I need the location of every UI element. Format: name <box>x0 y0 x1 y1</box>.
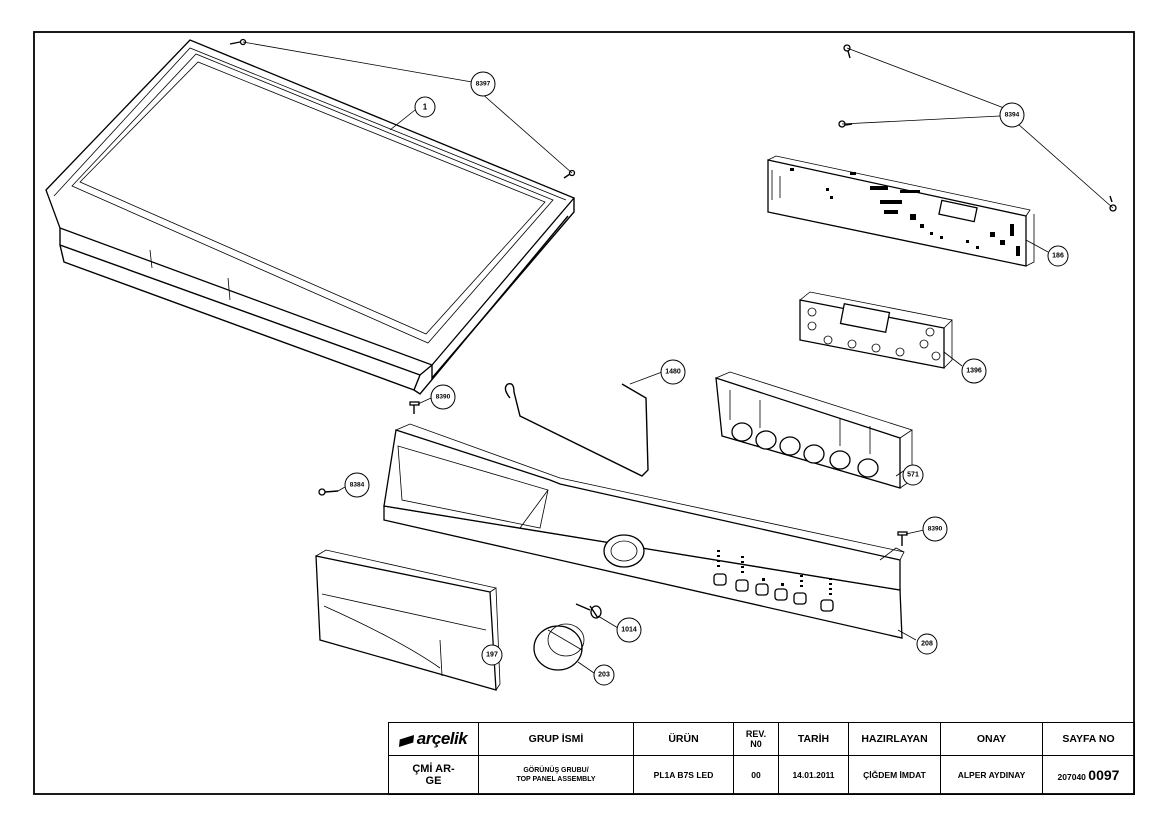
screw-8390-left <box>409 401 420 414</box>
svg-text:8384: 8384 <box>350 482 365 489</box>
svg-text:8397: 8397 <box>476 81 491 88</box>
program-knob-part <box>533 623 585 671</box>
header-prepared-by: HAZIRLAYAN <box>848 722 941 756</box>
callout-8397: 8397 <box>470 71 496 97</box>
display-board-part <box>799 291 953 369</box>
button-carrier-part <box>715 371 913 489</box>
product-value: PL1A B7S LED <box>633 755 734 795</box>
page-no-cell: 207040 0097 <box>1042 755 1135 795</box>
callout-8384: 8384 <box>344 472 370 498</box>
callout-186: 186 <box>1047 245 1069 267</box>
prepared-value: ÇİĞDEM İMDAT <box>848 755 941 795</box>
screw-8384 <box>318 488 339 496</box>
header-page-no: SAYFA NO <box>1042 722 1135 756</box>
callout-1: 1 <box>414 96 436 118</box>
page-number: 0097 <box>1088 767 1120 783</box>
screw-8390-right <box>897 531 908 546</box>
department-cell: ÇMİ AR-GE <box>388 755 479 795</box>
callout-1480: 1480 <box>660 359 686 385</box>
screw-8394-top <box>843 44 851 59</box>
rev-value: 00 <box>733 755 779 795</box>
approved-value: ALPER AYDINAY <box>940 755 1043 795</box>
svg-text:186: 186 <box>1052 253 1064 260</box>
callout-8394: 8394 <box>999 102 1025 128</box>
title-block: arçelik GRUP İSMİ ÜRÜN REV. N0 TARİH HAZ… <box>388 722 1135 795</box>
callout-208: 208 <box>916 633 938 655</box>
callout-1396: 1396 <box>961 358 987 384</box>
screw-8397-right <box>563 169 576 179</box>
header-rev-no: REV. N0 <box>733 722 779 756</box>
callout-571: 571 <box>902 464 924 486</box>
svg-text:203: 203 <box>598 672 610 679</box>
group-name-cell: GÖRÜNÜŞ GRUBU/ TOP PANEL ASSEMBLY <box>478 755 634 795</box>
brand-logo-cell: arçelik <box>388 722 479 756</box>
svg-text:1396: 1396 <box>966 368 982 375</box>
callout-1014: 1014 <box>616 617 642 643</box>
date-value: 14.01.2011 <box>778 755 849 795</box>
department-text: ÇMİ AR-GE <box>412 763 455 787</box>
drawer-front-part <box>315 549 501 691</box>
group-name-line1: GÖRÜNÜŞ GRUBU/ <box>523 767 589 774</box>
svg-text:1014: 1014 <box>621 627 637 634</box>
svg-text:197: 197 <box>486 652 498 659</box>
svg-text:1480: 1480 <box>665 369 681 376</box>
svg-text:208: 208 <box>921 641 933 648</box>
control-pcb-part <box>767 155 1035 267</box>
svg-text:8390: 8390 <box>436 394 451 401</box>
top-cover-part <box>45 39 576 395</box>
header-group-name: GRUP İSMİ <box>478 722 634 756</box>
callout-8390-right: 8390 <box>922 516 948 542</box>
wire-rod-part <box>504 382 649 477</box>
group-name-line2: TOP PANEL ASSEMBLY <box>516 776 596 783</box>
callout-203: 203 <box>593 664 615 686</box>
knob-shaft-part <box>575 603 602 619</box>
screw-8394-right <box>1109 195 1117 212</box>
header-rev-no-text: REV. N0 <box>745 729 767 749</box>
callout-8390-left: 8390 <box>430 384 456 410</box>
svg-text:8390: 8390 <box>928 526 943 533</box>
svg-text:8394: 8394 <box>1005 112 1020 119</box>
header-product: ÜRÜN <box>633 722 734 756</box>
svg-text:1: 1 <box>423 103 428 112</box>
arcelik-logo-mark <box>398 735 414 748</box>
header-approved-by: ONAY <box>940 722 1043 756</box>
header-date: TARİH <box>778 722 849 756</box>
control-panel-part <box>383 423 905 639</box>
brand-logo-text: arçelik <box>416 729 468 748</box>
page-prefix: 207040 <box>1057 772 1086 782</box>
callout-197: 197 <box>481 644 503 666</box>
svg-text:571: 571 <box>907 472 919 479</box>
